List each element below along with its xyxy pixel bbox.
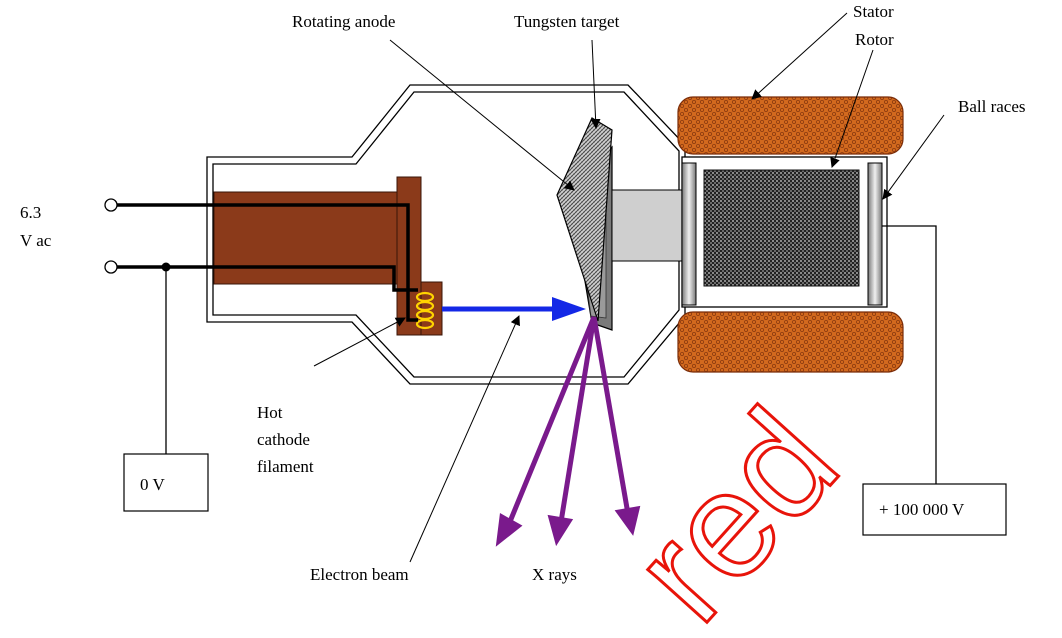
supply-terminal-top: [104, 198, 118, 212]
tungsten-target: [556, 117, 613, 322]
ball-race-left: [681, 162, 697, 306]
label-hot-cathode-line2: cathode: [257, 430, 310, 449]
ball-race-right: [867, 162, 883, 306]
leader-rotor: [830, 49, 874, 168]
glass-envelope-inner: [212, 91, 680, 378]
label-electron-beam: Electron beam: [310, 565, 409, 584]
electron-beam-arrowhead: [552, 297, 586, 321]
leader-stator: [751, 12, 848, 100]
label-rotating-anode: Rotating anode: [292, 12, 395, 31]
high-voltage-lead: [882, 225, 937, 484]
rotor: [703, 169, 860, 287]
label-supply-voltage-line1: 6.3: [20, 203, 41, 222]
label-high-voltage: + 100 000 V: [879, 500, 965, 519]
label-rotor: Rotor: [855, 30, 894, 49]
filament-coil-icon: [415, 291, 435, 330]
leader-hot-cathode: [313, 317, 406, 367]
leader-electron-beam: [409, 315, 520, 563]
label-hot-cathode-line1: Hot: [257, 403, 283, 422]
anode-shaft: [611, 189, 683, 262]
lead-wire-top: [117, 203, 418, 322]
stator-coil-top: [677, 96, 904, 155]
x-rays-arrows: [495, 316, 641, 547]
watermark-text: red: [599, 378, 869, 638]
supply-terminal-bottom: [104, 260, 118, 274]
leader-ball-races: [882, 114, 945, 200]
leader-rotating-anode: [389, 39, 575, 191]
label-stator: Stator: [853, 2, 894, 21]
label-x-rays: X rays: [532, 565, 577, 584]
high-voltage-box: [862, 483, 1007, 536]
label-tungsten-target: Tungsten target: [514, 12, 620, 31]
stator-coil-bottom: [677, 311, 904, 373]
label-supply-voltage-line2: V ac: [20, 231, 52, 250]
label-hot-cathode-line3: filament: [257, 457, 314, 476]
zero-volt-box: [123, 453, 209, 512]
label-ball-races: Ball races: [958, 97, 1026, 116]
label-zero-volt: 0 V: [140, 475, 165, 494]
lead-wire-bottom: [117, 265, 418, 292]
leader-tungsten-target: [590, 39, 601, 129]
